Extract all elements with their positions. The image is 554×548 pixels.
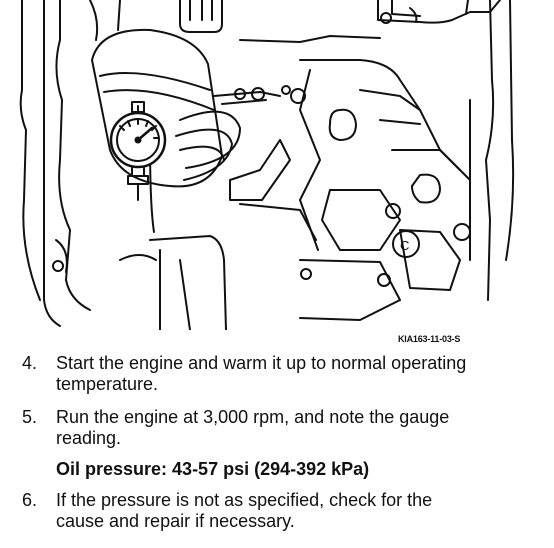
- gauge-marker-label: C: [400, 238, 409, 253]
- step-number: 5.: [22, 407, 38, 427]
- step-text-line: cause and repair if necessary.: [56, 511, 295, 531]
- step-text-line: Start the engine and warm it up to norma…: [56, 353, 467, 373]
- oil-pressure-specification: Oil pressure: 43-57 psi (294-392 kPa): [56, 459, 370, 479]
- step-text-line: temperature.: [56, 374, 159, 394]
- figure-id-label: KIA163-11-03-S: [398, 334, 461, 344]
- step-text-line: If the pressure is not as specified, che…: [56, 490, 433, 510]
- step-text-line: reading.: [56, 428, 122, 448]
- step-number: 4.: [22, 353, 38, 373]
- engine-oil-pressure-illustration: C: [19, 0, 515, 330]
- step-number: 6.: [22, 490, 38, 510]
- step-text-line: Run the engine at 3,000 rpm, and note th…: [56, 407, 450, 427]
